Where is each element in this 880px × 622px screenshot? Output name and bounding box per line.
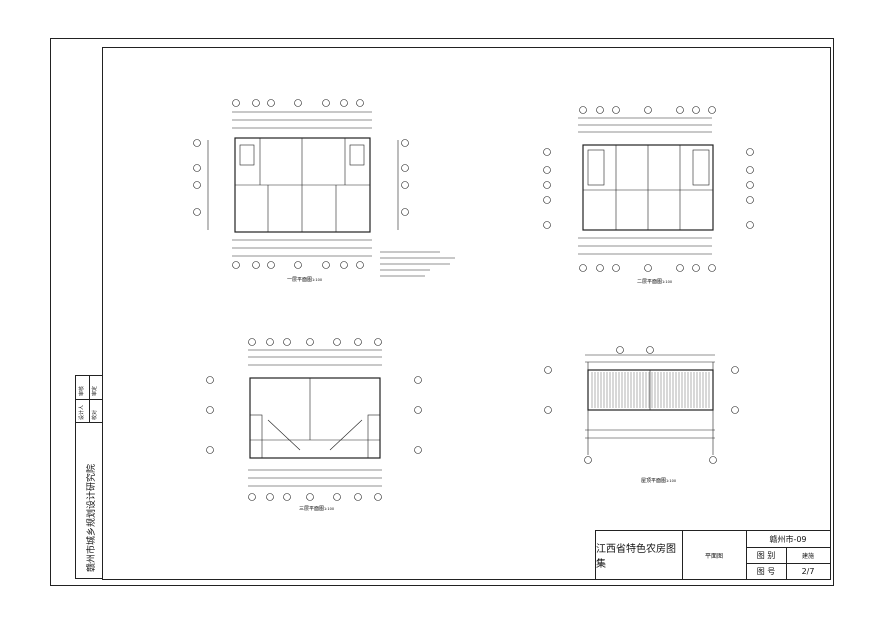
sheet-name: 平面图 <box>704 552 723 560</box>
atlas-title: 江西省特色农房图集 <box>596 544 676 570</box>
roof-tile-hatching <box>591 372 710 408</box>
plan2-caption: 二层平面图 <box>637 279 662 285</box>
plan1-caption: 一层平面图 <box>287 277 312 283</box>
plan3-caption: 三层平面图 <box>299 506 324 512</box>
category-value: 建施 <box>801 552 814 560</box>
title-block: 江西省特色农房图集 平面图 赣州市-09 图 别 建施 图 号 2/7 <box>595 530 831 580</box>
category-label: 图 别 <box>756 550 776 560</box>
roof-plan <box>585 354 715 455</box>
sidebar-sign-cells: 审核 审定 设计人 校对 <box>76 376 102 423</box>
third-floor-plan <box>248 349 382 487</box>
sidebar-title-strip: 审核 审定 设计人 校对 赣州市城乡规划设计研究院 <box>75 375 103 579</box>
sheet-no-label: 图 号 <box>756 566 776 576</box>
plan4-scale: 1:100 <box>666 479 676 483</box>
plan3-scale: 1:100 <box>324 507 334 511</box>
plan2-scale: 1:100 <box>662 280 672 284</box>
ground-floor-notes <box>380 251 455 277</box>
sheet-no-value: 2/7 <box>801 566 815 576</box>
plan4-caption: 屋顶平面图 <box>641 478 666 484</box>
second-floor-plan <box>578 117 714 255</box>
drawing-sheet-border <box>50 38 834 586</box>
drawing-frame <box>102 47 831 580</box>
plan1-scale: 1:100 <box>312 278 322 282</box>
project-code: 赣州市-09 <box>769 534 807 544</box>
ground-floor-plan <box>207 111 399 257</box>
